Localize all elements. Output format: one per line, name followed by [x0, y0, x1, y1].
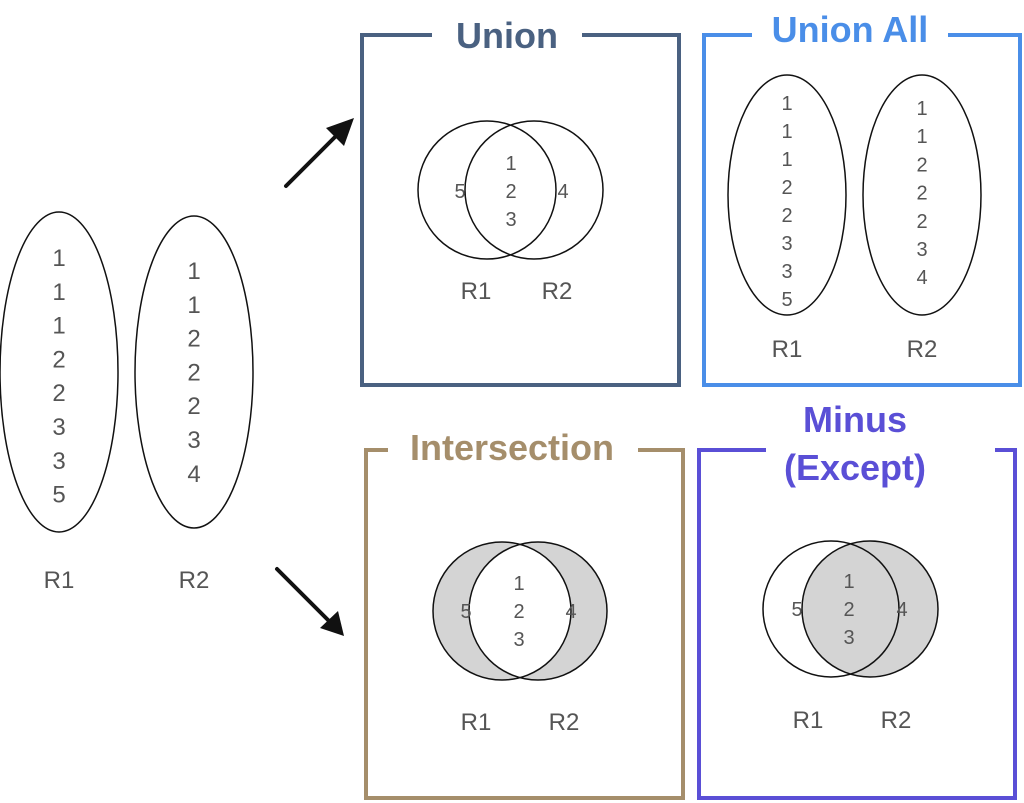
- source-r1-value: 1: [52, 245, 65, 272]
- source-r1-label: R1: [44, 567, 75, 594]
- minus-overlap-value: 2: [843, 599, 854, 621]
- union-all-r2-ellipse: [862, 74, 982, 316]
- intersection-overlap-fill: [469, 542, 571, 680]
- minus-title-line2: (Except): [784, 447, 926, 488]
- source-r2-value: 4: [187, 461, 200, 488]
- minus-r1-circle: [762, 540, 900, 678]
- source-r1-value: 3: [52, 414, 65, 441]
- source-relations: 1 1 1 2 2 3 3 5 1 1 2 2 2 3 4 R1 R2: [0, 211, 254, 594]
- union-r2-circle: [464, 120, 604, 260]
- minus-overlap-value: 3: [843, 627, 854, 649]
- source-r2-value: 3: [187, 427, 200, 454]
- union-all-frame: [702, 33, 1022, 387]
- union-all-r1-values: 1 1 1 2 2 3 3 5: [781, 93, 792, 311]
- union-all-r1-value: 5: [781, 289, 792, 311]
- intersection-title: Intersection: [410, 427, 614, 468]
- intersection-frame: [364, 448, 685, 800]
- minus-r2-label: R2: [881, 707, 912, 734]
- source-r1-value: 2: [52, 346, 65, 373]
- union-all-r2-value: 3: [916, 239, 927, 261]
- union-all-panel: Union All 1 1 1 2 2 3 3 5 1 1 2 2 2 3 4 R1 R2: [702, 9, 1022, 387]
- union-r2-label: R2: [542, 278, 573, 305]
- union-panel: Union 5 1 2 3 4 R1 R2: [360, 15, 681, 387]
- source-r1-values: 1 1 1 2 2 3 3 5: [52, 245, 65, 509]
- source-r2-value: 1: [187, 292, 200, 319]
- minus-r2-circle: [801, 540, 939, 678]
- minus-title-line1: Minus: [803, 399, 907, 440]
- source-r1-value: 1: [52, 313, 65, 340]
- source-r1-value: 3: [52, 448, 65, 475]
- intersection-panel: Intersection 5 1 2 3 4 R1 R2: [364, 427, 685, 800]
- union-all-r2-values: 1 1 2 2 2 3 4: [916, 98, 927, 289]
- source-r2-value: 2: [187, 326, 200, 353]
- union-all-r1-value: 1: [781, 149, 792, 171]
- source-r1-ellipse: [0, 211, 119, 533]
- union-left-only-value: 5: [454, 181, 465, 203]
- union-all-r2-value: 2: [916, 154, 927, 176]
- minus-r2-fill: [802, 541, 938, 677]
- union-overlap-value: 2: [505, 181, 516, 203]
- source-r2-values: 1 1 2 2 2 3 4: [187, 258, 200, 488]
- arrow-down-right: [275, 567, 344, 636]
- intersection-left-only-value: 5: [460, 601, 471, 623]
- union-r1-label: R1: [461, 278, 492, 305]
- union-all-r1-value: 3: [781, 261, 792, 283]
- union-all-r1-value: 2: [781, 177, 792, 199]
- minus-overlap-value: 1: [843, 571, 854, 593]
- union-all-r1-value: 2: [781, 205, 792, 227]
- source-r2-ellipse: [134, 215, 254, 529]
- union-all-r2-value: 1: [916, 126, 927, 148]
- union-all-r2-value: 2: [916, 183, 927, 205]
- source-r1-value: 1: [52, 279, 65, 306]
- union-right-only-value: 4: [557, 181, 568, 203]
- union-all-r2-label: R2: [907, 336, 938, 363]
- union-all-r2-value: 2: [916, 211, 927, 233]
- union-title: Union: [456, 15, 558, 56]
- union-overlap-value: 1: [505, 153, 516, 175]
- intersection-r1-label: R1: [461, 709, 492, 736]
- intersection-r2-circle: [468, 541, 608, 681]
- intersection-r1-circle: [432, 541, 572, 681]
- union-all-r1-value: 1: [781, 121, 792, 143]
- intersection-overlap-value: 3: [513, 629, 524, 651]
- source-r2-value: 2: [187, 393, 200, 420]
- union-all-r1-value: 3: [781, 233, 792, 255]
- arrow-up-right: [284, 118, 354, 188]
- union-all-r1-value: 1: [781, 93, 792, 115]
- intersection-overlap-value: 2: [513, 601, 524, 623]
- union-all-r2-value: 4: [916, 267, 927, 289]
- source-r2-value: 1: [187, 258, 200, 285]
- intersection-right-only-value: 4: [565, 601, 576, 623]
- minus-r1-label: R1: [793, 707, 824, 734]
- union-all-r2-value: 1: [916, 98, 927, 120]
- union-overlap-value: 3: [505, 209, 516, 231]
- union-frame: [360, 33, 681, 387]
- source-r1-value: 2: [52, 380, 65, 407]
- union-all-r1-ellipse: [727, 74, 847, 316]
- union-all-r1-label: R1: [772, 336, 803, 363]
- source-r2-value: 2: [187, 359, 200, 386]
- minus-panel: Minus (Except) 5 1 2 3 4 R1 R2: [697, 399, 1017, 800]
- source-r2-label: R2: [179, 567, 210, 594]
- minus-frame: [697, 448, 1017, 800]
- intersection-overlap-value: 1: [513, 573, 524, 595]
- union-all-title: Union All: [772, 9, 929, 50]
- intersection-r2-label: R2: [549, 709, 580, 736]
- source-r1-value: 5: [52, 482, 65, 509]
- minus-right-only-value: 4: [896, 599, 907, 621]
- union-r1-circle: [417, 120, 557, 260]
- minus-left-only-value: 5: [791, 599, 802, 621]
